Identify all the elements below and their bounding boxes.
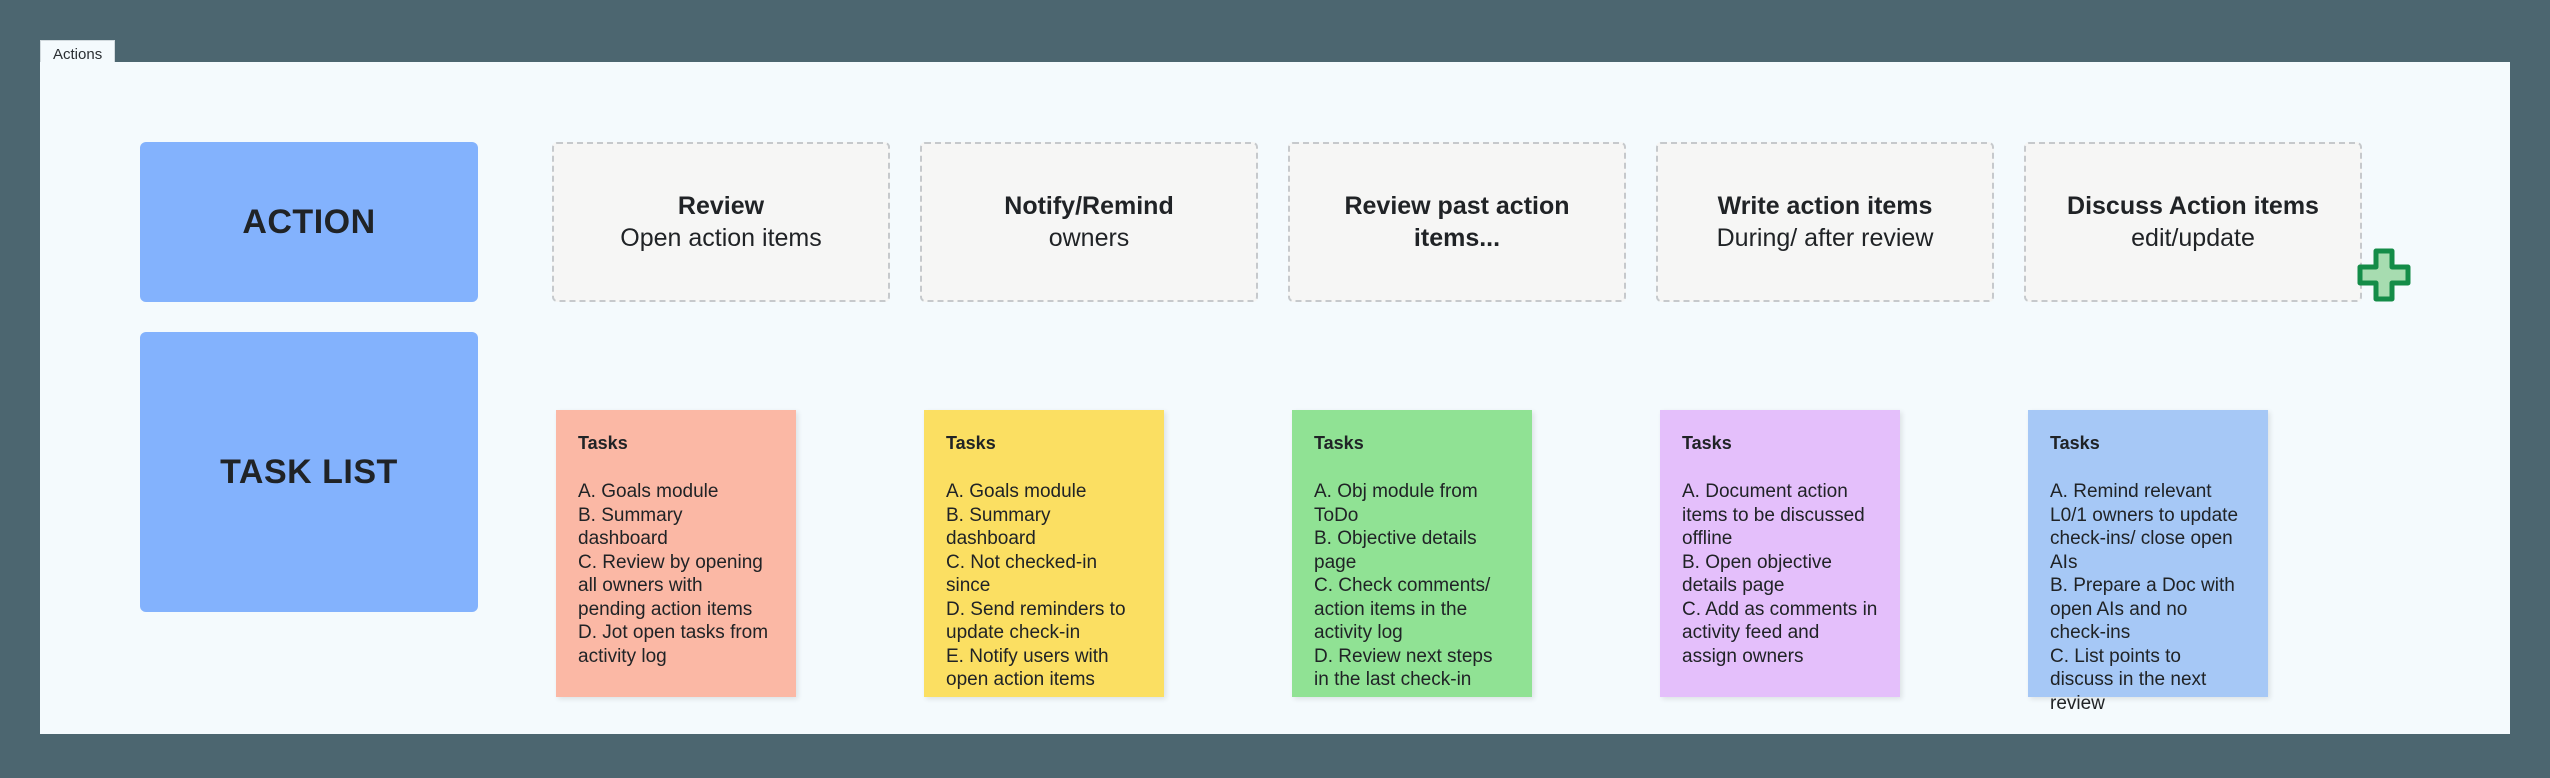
task-card-notify[interactable]: Tasks A. Goals module B. Summary dashboa… (924, 410, 1164, 697)
header-card-write-line2: During/ after review (1716, 224, 1934, 252)
task-card-notify-title: Tasks (946, 433, 996, 453)
task-card-discuss-title: Tasks (2050, 433, 2100, 453)
task-card-review-past-items: A. Obj module from ToDo B. Objective det… (1314, 481, 1493, 690)
task-card-write-items: A. Document action items to be discussed… (1682, 481, 1878, 667)
task-card-review[interactable]: Tasks A. Goals module B. Summary dashboa… (556, 410, 796, 697)
task-card-notify-items: A. Goals module B. Summary dashboard C. … (946, 481, 1126, 690)
task-card-review-title: Tasks (578, 433, 628, 453)
header-card-notify[interactable]: Notify/Remind owners (920, 142, 1258, 302)
header-card-review-past[interactable]: Review past action items... (1288, 142, 1626, 302)
task-card-write-title: Tasks (1682, 433, 1732, 453)
header-card-write[interactable]: Write action items During/ after review (1656, 142, 1994, 302)
row-label-task-list[interactable]: TASK LIST (140, 332, 478, 612)
row-label-task-list-text: TASK LIST (220, 452, 398, 491)
task-card-write[interactable]: Tasks A. Document action items to be dis… (1660, 410, 1900, 697)
header-card-discuss-line2: edit/update (2131, 224, 2255, 252)
task-card-discuss-items: A. Remind relevant L0/1 owners to update… (2050, 481, 2239, 714)
header-card-review-past-line1: Review past action (1344, 192, 1570, 220)
header-card-review-past-line2: items... (1413, 224, 1501, 252)
task-card-review-items: A. Goals module B. Summary dashboard C. … (578, 481, 769, 667)
header-card-notify-line2: owners (1048, 224, 1130, 252)
board: ACTION TASK LIST Review Open action item… (40, 62, 2510, 734)
header-card-review-line2: Open action items (620, 224, 822, 252)
header-card-review-line1: Review (677, 192, 765, 220)
add-plus-icon[interactable] (2356, 247, 2412, 303)
header-card-notify-line1: Notify/Remind (1004, 192, 1174, 220)
task-card-review-past-title: Tasks (1314, 433, 1364, 453)
header-card-write-line1: Write action items (1717, 192, 1933, 220)
task-card-review-past[interactable]: Tasks A. Obj module from ToDo B. Objecti… (1292, 410, 1532, 697)
header-card-review[interactable]: Review Open action items (552, 142, 890, 302)
board-canvas: ACTION TASK LIST Review Open action item… (40, 62, 2510, 734)
row-label-action[interactable]: ACTION (140, 142, 478, 302)
row-label-action-text: ACTION (242, 202, 376, 241)
header-card-discuss[interactable]: Discuss Action items edit/update (2024, 142, 2362, 302)
task-card-discuss[interactable]: Tasks A. Remind relevant L0/1 owners to … (2028, 410, 2268, 714)
header-card-discuss-line1: Discuss Action items (2067, 192, 2319, 220)
